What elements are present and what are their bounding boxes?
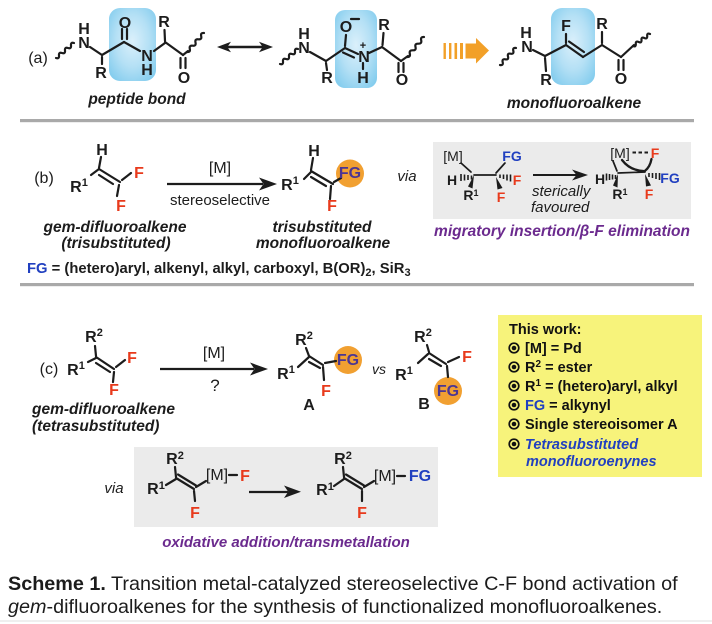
svg-text:Scheme 1. Transition metal-cat: Scheme 1. Transition metal-catalyzed ste… [8, 573, 678, 595]
svg-text:[M]: [M] [374, 468, 396, 485]
svg-text:H: H [96, 142, 108, 159]
svg-text:(a): (a) [28, 50, 48, 67]
svg-text:peptide bond: peptide bond [87, 91, 186, 108]
svg-text:gem-difluoroalkenes for the sy: gem-difluoroalkenes for the synthesis of… [8, 596, 662, 618]
svg-text:O: O [178, 70, 190, 87]
svg-text:(c): (c) [40, 361, 59, 378]
svg-text:[M] = Pd: [M] = Pd [525, 341, 582, 357]
svg-text:[M]: [M] [203, 345, 225, 362]
svg-text:F: F [561, 18, 571, 35]
svg-text:O: O [396, 72, 408, 89]
svg-text:F: F [321, 383, 331, 400]
svg-text:B: B [418, 396, 430, 413]
svg-text:N: N [358, 49, 370, 66]
svg-text:H: H [595, 171, 605, 187]
svg-text:H: H [447, 172, 457, 188]
svg-text:H: H [308, 143, 320, 160]
svg-text:N: N [521, 39, 533, 56]
svg-text:R: R [540, 72, 552, 89]
svg-text:[M]: [M] [610, 145, 629, 161]
svg-text:O: O [119, 15, 131, 32]
svg-text:F: F [327, 198, 337, 215]
svg-text:+: + [360, 40, 366, 52]
svg-text:O: O [340, 19, 352, 36]
svg-text:FG: FG [660, 170, 680, 186]
svg-text:F: F [109, 382, 119, 399]
svg-text:gem-difluoroalkene: gem-difluoroalkene [31, 401, 175, 418]
svg-text:H: H [78, 21, 90, 38]
svg-text:monofluoroalkene: monofluoroalkene [507, 95, 642, 112]
svg-text:gem-difluoroalkene: gem-difluoroalkene [43, 219, 187, 236]
svg-text:O: O [615, 71, 627, 88]
svg-text:FG = (hetero)aryl, alkenyl, al: FG = (hetero)aryl, alkenyl, alkyl, carbo… [27, 261, 411, 279]
svg-text:[M]: [M] [443, 148, 462, 164]
svg-text:R: R [378, 17, 390, 34]
svg-text:[M]: [M] [206, 467, 228, 484]
svg-text:via: via [104, 480, 123, 497]
svg-text:H: H [357, 70, 369, 87]
svg-text:F: F [240, 468, 250, 485]
svg-text:N: N [78, 35, 90, 52]
svg-text:trisubstituted: trisubstituted [272, 219, 372, 236]
svg-text:F: F [645, 186, 654, 202]
svg-text:migratory insertion/β-F elimin: migratory insertion/β-F elimination [434, 223, 690, 240]
svg-text:F: F [127, 350, 137, 367]
svg-text:R: R [95, 65, 107, 82]
svg-text:FG: FG [502, 148, 522, 164]
svg-text:FG: FG [337, 352, 359, 369]
svg-text:H: H [141, 62, 153, 79]
svg-text:via: via [397, 168, 416, 185]
svg-text:H: H [298, 26, 310, 43]
svg-text:monofluoroalkene: monofluoroalkene [256, 235, 391, 252]
svg-text:monofluoroenynes: monofluoroenynes [526, 454, 657, 470]
svg-text:FG: FG [437, 383, 459, 400]
svg-text:?: ? [210, 376, 219, 395]
svg-text:Tetrasubstituted: Tetrasubstituted [525, 437, 639, 453]
svg-text:sterically: sterically [532, 183, 592, 200]
svg-text:F: F [513, 172, 522, 188]
svg-text:F: F [462, 349, 472, 366]
svg-text:A: A [303, 397, 315, 414]
svg-text:F: F [116, 198, 126, 215]
svg-text:vs: vs [372, 361, 386, 377]
svg-text:N: N [141, 48, 153, 65]
svg-text:R: R [158, 14, 170, 31]
svg-text:FG: FG [409, 468, 431, 485]
svg-text:R2 = ester: R2 = ester [525, 359, 593, 376]
svg-text:R: R [596, 16, 608, 33]
svg-text:FG: FG [339, 165, 361, 182]
svg-text:F: F [134, 165, 144, 182]
svg-text:(trisubstituted): (trisubstituted) [61, 235, 170, 252]
svg-text:N: N [298, 40, 310, 57]
svg-text:F: F [190, 505, 200, 522]
svg-text:F: F [497, 189, 506, 205]
svg-text:FG = alkynyl: FG = alkynyl [525, 398, 611, 414]
svg-text:(b): (b) [34, 170, 54, 187]
svg-text:F: F [357, 505, 367, 522]
svg-text:stereoselective: stereoselective [170, 192, 270, 209]
svg-text:favoured: favoured [531, 199, 590, 216]
svg-text:Single stereoisomer A: Single stereoisomer A [525, 417, 678, 433]
svg-text:R: R [321, 70, 333, 87]
svg-text:(tetrasubstituted): (tetrasubstituted) [32, 418, 159, 435]
svg-text:This work:: This work: [509, 322, 582, 338]
svg-text:oxidative addition/transmetall: oxidative addition/transmetallation [162, 534, 410, 551]
svg-text:R1 = (hetero)aryl, alkyl: R1 = (hetero)aryl, alkyl [525, 378, 678, 395]
svg-text:H: H [520, 25, 532, 42]
svg-text:[M]: [M] [209, 160, 231, 177]
svg-text:F: F [651, 145, 660, 161]
